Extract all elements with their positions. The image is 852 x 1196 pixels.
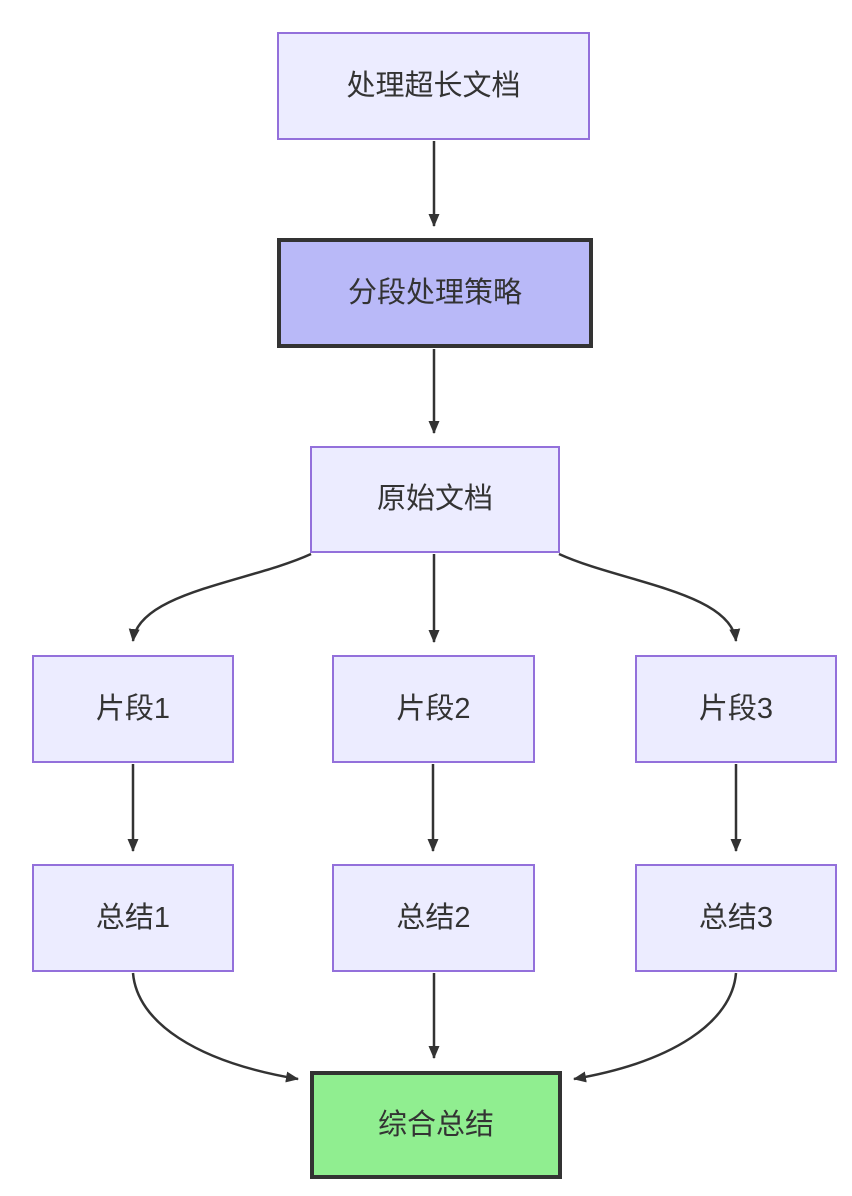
node-handle-long-document: 处理超长文档 [277,32,590,140]
node-label: 总结2 [396,901,471,934]
node-label: 分段处理策略 [347,276,522,309]
edge-summary-1-to-final [131,972,299,1083]
node-summary-3: 总结3 [635,864,837,972]
node-fragment-1: 片段1 [32,655,234,763]
node-fragment-3: 片段3 [635,655,837,763]
edge-original-to-fragment-3 [558,552,741,642]
node-label: 片段3 [698,692,774,725]
node-label: 总结3 [698,901,774,934]
node-label: 片段2 [396,692,471,725]
node-original-document: 原始文档 [310,446,560,553]
edge-original-to-fragment-1 [128,552,312,642]
node-segmentation-strategy: 分段处理策略 [277,238,593,348]
node-summary-1: 总结1 [32,864,234,972]
node-combined-summary: 综合总结 [310,1071,562,1179]
node-label: 片段1 [95,692,171,725]
node-label: 综合总结 [377,1108,494,1141]
edge-summary-3-to-final [573,972,738,1083]
node-label: 原始文档 [376,483,493,515]
node-label: 处理超长文档 [346,69,521,102]
node-summary-2: 总结2 [332,864,535,972]
node-fragment-2: 片段2 [332,655,535,763]
node-label: 总结1 [95,901,171,934]
